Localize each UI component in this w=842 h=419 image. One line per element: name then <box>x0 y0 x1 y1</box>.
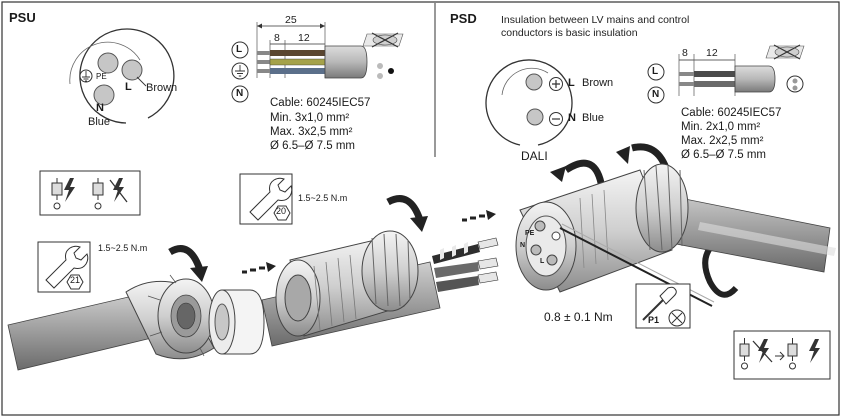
psu-min-spec: Min. 3x1,0 mm² <box>270 112 350 124</box>
psu-strip-b: 12 <box>298 32 310 44</box>
psd-terminal-l: L <box>652 66 659 77</box>
wrench-21-box <box>37 241 91 293</box>
plug-n-label: N <box>520 242 526 249</box>
psd-strip-drawing <box>647 44 805 104</box>
right-plug-body <box>515 163 715 307</box>
psd-pin-l-label: L <box>568 77 575 89</box>
psd-note-line2: conductors is basic insulation <box>501 27 638 39</box>
psd-min-spec: Min. 2x1,0 mm² <box>681 121 761 133</box>
psu-pin-n-label: N <box>96 102 104 114</box>
psd-brown-label: Brown <box>582 77 614 89</box>
psu-terminal-l: L <box>236 44 243 55</box>
power-on-warning-box-right <box>733 330 831 380</box>
rotation-arrow-right-top <box>550 159 606 189</box>
psu-diameter-spec: Ø 6.5–Ø 7.5 mm <box>270 140 356 152</box>
psd-strip-a: 8 <box>682 47 688 59</box>
dash-arrow-1 <box>242 262 276 274</box>
wrench-size-21: 21 <box>70 275 81 285</box>
psu-brown-label: Brown <box>146 82 178 94</box>
torque-label-wrench-20: 1.5~2.5 N.m <box>298 193 348 203</box>
wrench-20-box <box>239 173 293 225</box>
plug-l-label: L <box>540 258 545 265</box>
screwdriver-size-label: P1 <box>648 315 660 325</box>
psd-strip-b: 12 <box>706 47 718 59</box>
psu-max-spec: Max. 3x2,5 mm² <box>270 126 353 138</box>
psu-blue-label: Blue <box>88 116 111 128</box>
psu-strip-total: 25 <box>285 14 297 26</box>
psu-strip-a: 8 <box>274 32 280 44</box>
psd-blue-label: Blue <box>582 112 605 124</box>
psu-pin-pe-label: PE <box>96 72 107 81</box>
psd-terminal-n: N <box>652 89 660 100</box>
wrench-size-20: 20 <box>276 206 287 216</box>
psd-pin-n-label: N <box>568 112 576 124</box>
psu-cable-spec: Cable: 60245IEC57 <box>270 97 371 109</box>
psd-connector-face <box>485 59 573 146</box>
psu-section-title: PSU <box>9 10 36 25</box>
screw-torque-label: 0.8 ± 0.1 Nm <box>544 310 613 324</box>
psu-pin-l-label: L <box>125 81 132 93</box>
torque-label-wrench-21: 1.5~2.5 N.m <box>98 243 148 253</box>
psd-section-title: PSD <box>450 11 477 26</box>
psu-strip-drawing <box>231 22 404 103</box>
rotation-arrow-left <box>168 245 208 282</box>
psd-cable-spec: Cable: 60245IEC57 <box>681 107 782 119</box>
psu-connector-face <box>69 28 175 124</box>
plug-pe-label: PE <box>525 230 535 237</box>
connector-housing <box>275 230 419 337</box>
screwdriver-box <box>635 283 691 329</box>
psu-terminal-n: N <box>236 88 244 99</box>
psd-dali-label: DALI <box>521 149 548 163</box>
psd-max-spec: Max. 2x2,5 mm² <box>681 135 764 147</box>
psd-diameter-spec: Ø 6.5–Ø 7.5 mm <box>681 149 767 161</box>
power-off-warning-box-left <box>39 170 141 216</box>
cable-gland-nut <box>125 274 215 360</box>
psd-note-line1: Insulation between LV mains and control <box>501 14 690 26</box>
conductors <box>432 237 499 292</box>
rotation-arrow-middle <box>386 195 428 232</box>
dash-arrow-2 <box>462 210 496 222</box>
seal-ring <box>208 289 265 355</box>
